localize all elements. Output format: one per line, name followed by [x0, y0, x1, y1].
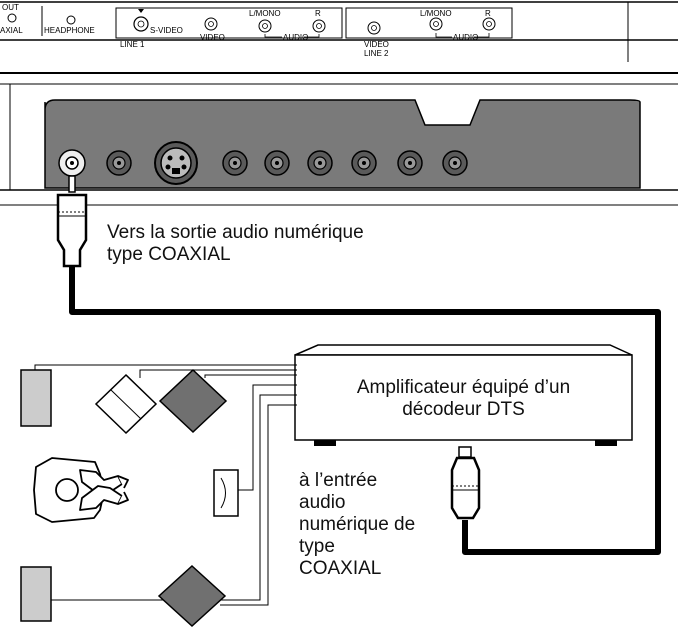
digital-output-label-line1: Vers la sortie audio numérique: [107, 222, 364, 243]
s-video-jack: [154, 141, 198, 185]
line1-video-label: VIDEO: [200, 33, 225, 42]
front-right-speaker: [158, 368, 228, 434]
amplifier: [294, 344, 633, 446]
amplifier-label-line1: Amplificateur équipé d’un: [356, 377, 571, 398]
coaxial-cable: [69, 265, 661, 555]
line1-svideo-label: S-VIDEO: [150, 26, 183, 35]
coaxial-output-jack: [58, 149, 86, 177]
rear-left-speaker: [20, 566, 52, 622]
rca-jack-7: [442, 150, 468, 176]
digital-input-label-line1: à l’entrée: [299, 470, 378, 491]
line2-r-label: R: [485, 9, 491, 18]
line1-name-label: LINE 1: [120, 40, 145, 49]
device-rear-housing: [0, 72, 678, 206]
line2-lmono-label: L/MONO: [420, 9, 452, 18]
rca-jack-1: [106, 150, 132, 176]
line2-audio-label: AUDIO: [453, 33, 479, 42]
digital-output-label-line2: type COAXIAL: [107, 244, 231, 265]
rca-jack-6: [397, 150, 423, 176]
digital-input-label-line2: audio: [299, 492, 346, 513]
subwoofer: [213, 469, 239, 517]
digital-output-label: Vers la sortie audio numérique type COAX…: [107, 222, 364, 266]
line2-name-label: LINE 2: [364, 49, 389, 58]
line1-lmono-label: L/MONO: [249, 9, 281, 18]
digital-input-label-line3: numérique de: [299, 514, 416, 535]
rca-jack-5: [351, 150, 377, 176]
rear-right-speaker: [157, 564, 227, 628]
line1-audio-label: AUDIO: [283, 33, 309, 42]
line2-video-label: VIDEO: [364, 40, 389, 49]
rca-plug-top: [56, 175, 88, 268]
center-speaker: [94, 373, 158, 435]
front-left-speaker: [20, 369, 52, 427]
rca-jack-3: [264, 150, 290, 176]
rca-jack-2: [222, 150, 248, 176]
amplifier-label: Amplificateur équipé d’un décodeur DTS: [295, 377, 632, 421]
digital-input-label-line4: type: [299, 536, 335, 557]
amplifier-label-line2: décodeur DTS: [402, 399, 525, 420]
listener-icon: [33, 457, 129, 523]
rca-plug-bottom: [450, 446, 481, 520]
rear-panel-strip: [0, 1, 678, 62]
digital-input-label: à l’entrée audio numérique de type COAXI…: [299, 470, 415, 580]
coaxial-label: AXIAL: [0, 26, 23, 35]
rca-jack-4: [307, 150, 333, 176]
digital-input-label-line5: COAXIAL: [299, 558, 382, 579]
line1-r-label: R: [315, 9, 321, 18]
coaxial-out-label: OUT: [2, 3, 19, 12]
headphone-label: HEADPHONE: [44, 26, 95, 35]
